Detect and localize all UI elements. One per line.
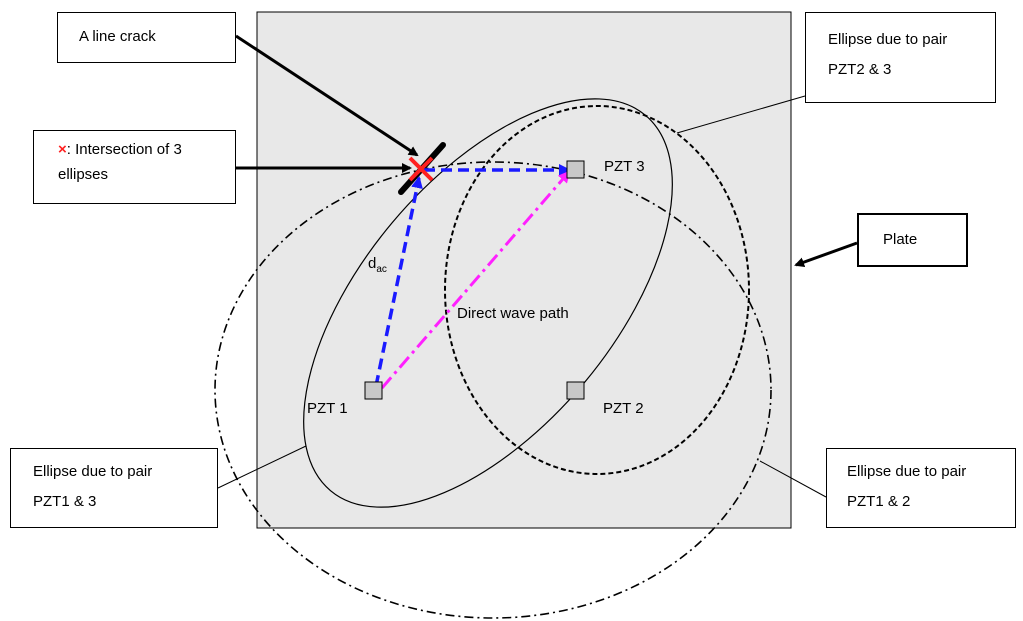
ellipse-pzt13-text-2: PZT1 & 3 <box>33 493 97 510</box>
distance-label-sub: ac <box>376 264 387 275</box>
plate-text: Plate <box>883 231 918 248</box>
ellipse-pzt23-text-2: PZT2 & 3 <box>828 61 892 78</box>
line-crack-text: A line crack <box>79 28 156 45</box>
direct-wave-label: Direct wave path <box>457 305 569 322</box>
intersection-text-1-label: : Intersection of 3 <box>66 141 182 158</box>
ellipse-pzt2-pzt3 <box>444 105 750 475</box>
ellipse-pzt12-text-1: Ellipse due to pair <box>847 463 967 480</box>
ellipse-pzt1-pzt2 <box>214 161 772 619</box>
intersection-text-2: ellipses <box>58 166 109 183</box>
ellipse-pzt23-box: Ellipse due to pair PZT2 & 3 <box>805 12 996 103</box>
direct-wave-path <box>380 170 571 389</box>
distance-label: dac <box>368 255 387 275</box>
ellipse-pzt13-leader <box>217 445 307 489</box>
line-crack-box: A line crack <box>57 12 236 63</box>
ellipse-pzt13-text-1: Ellipse due to pair <box>33 463 153 480</box>
ellipse-pzt12-leader <box>759 460 827 498</box>
intersection-box: ×: Intersection of 3 ellipses <box>33 130 236 204</box>
ellipse-pzt23-leader <box>676 95 806 134</box>
pzt1-label: PZT 1 <box>307 400 348 417</box>
pzt2-label: PZT 2 <box>603 400 644 417</box>
plate-box: Plate <box>857 213 968 267</box>
intersection-marker-icon: × <box>58 141 67 158</box>
ellipse-pzt23-text-1: Ellipse due to pair <box>828 31 948 48</box>
plate <box>256 11 792 529</box>
pzt3-label: PZT 3 <box>604 158 645 175</box>
crack-wave-path-1 <box>374 176 423 387</box>
crack-callout-arrow <box>235 34 419 157</box>
plate-callout-arrow <box>794 241 858 267</box>
intersection-text-1: ×: Intersection of 3 <box>58 137 235 162</box>
pzt1-sensor <box>364 381 383 400</box>
ellipse-pzt13-box: Ellipse due to pair PZT1 & 3 <box>10 448 218 528</box>
pzt2-sensor <box>566 381 585 400</box>
intersection-marker <box>408 156 434 182</box>
ellipse-pzt12-text-2: PZT1 & 2 <box>847 493 911 510</box>
ellipse-pzt12-box: Ellipse due to pair PZT1 & 2 <box>826 448 1016 528</box>
pzt3-sensor <box>566 160 585 179</box>
